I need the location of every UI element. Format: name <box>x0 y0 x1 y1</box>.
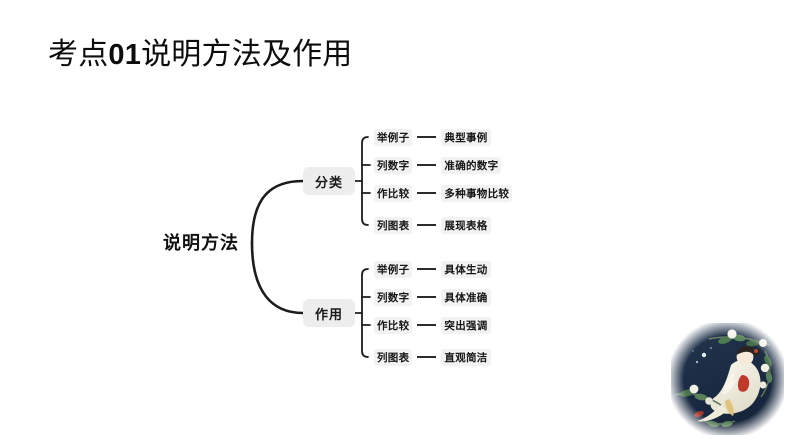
leaf-value: 突出强调 <box>441 316 491 334</box>
leaf-value: 具体准确 <box>441 288 491 306</box>
leaf-dash-icon <box>417 356 437 358</box>
leaf-dash-icon <box>417 192 437 194</box>
root-node-label: 说明方法 <box>163 233 239 253</box>
branch-node-classification[interactable]: 分类 <box>303 167 355 195</box>
leaf-key: 列图表 <box>374 216 413 234</box>
title-suffix: 说明方法及作用 <box>141 38 353 71</box>
leaf-value: 准确的数字 <box>441 156 502 174</box>
title-number: 01 <box>108 39 142 71</box>
leaf-dash-icon <box>417 164 437 166</box>
leaf-dash-icon <box>417 268 437 270</box>
leaf-key: 列数字 <box>374 156 413 174</box>
bracket-spine-0 <box>361 136 369 226</box>
edge-root-to-branch-0 <box>250 179 305 245</box>
leaf-value: 具体生动 <box>441 260 491 278</box>
leaf-key: 列图表 <box>374 348 413 366</box>
leaf-value: 展现表格 <box>441 216 491 234</box>
leaf-row[interactable]: 列图表 直观简洁 <box>374 348 491 366</box>
leaf-key: 作比较 <box>374 184 413 202</box>
leaf-value: 直观简洁 <box>441 348 491 366</box>
leaf-dash-icon <box>417 224 437 226</box>
branch-node-label: 分类 <box>314 174 343 190</box>
leaf-row[interactable]: 举例子 典型事例 <box>374 128 491 146</box>
page-title: 考点01说明方法及作用 <box>48 36 352 74</box>
edge-root-to-branch-1 <box>250 241 305 315</box>
leaf-dash-icon <box>417 324 437 326</box>
leaf-row[interactable]: 作比较 多种事物比较 <box>374 184 513 202</box>
leaf-row[interactable]: 作比较 突出强调 <box>374 316 491 334</box>
title-prefix: 考点 <box>48 38 109 71</box>
leaf-value: 多种事物比较 <box>441 184 513 202</box>
leaf-dash-icon <box>417 296 437 298</box>
leaf-key: 作比较 <box>374 316 413 334</box>
leaf-key: 列数字 <box>374 288 413 306</box>
leaf-row[interactable]: 列图表 展现表格 <box>374 216 491 234</box>
bracket-spine-1 <box>361 268 369 358</box>
root-node[interactable]: 说明方法 <box>152 229 250 255</box>
branch-node-label: 作用 <box>314 306 343 322</box>
leaf-row[interactable]: 列数字 具体准确 <box>374 288 491 306</box>
leaf-row[interactable]: 举例子 具体生动 <box>374 260 491 278</box>
decorative-painting-image <box>669 321 786 437</box>
leaf-value: 典型事例 <box>441 128 491 146</box>
leaf-key: 举例子 <box>374 128 413 146</box>
leaf-key: 举例子 <box>374 260 413 278</box>
branch-node-function[interactable]: 作用 <box>303 299 355 327</box>
leaf-dash-icon <box>417 136 437 138</box>
leaf-row[interactable]: 列数字 准确的数字 <box>374 156 502 174</box>
